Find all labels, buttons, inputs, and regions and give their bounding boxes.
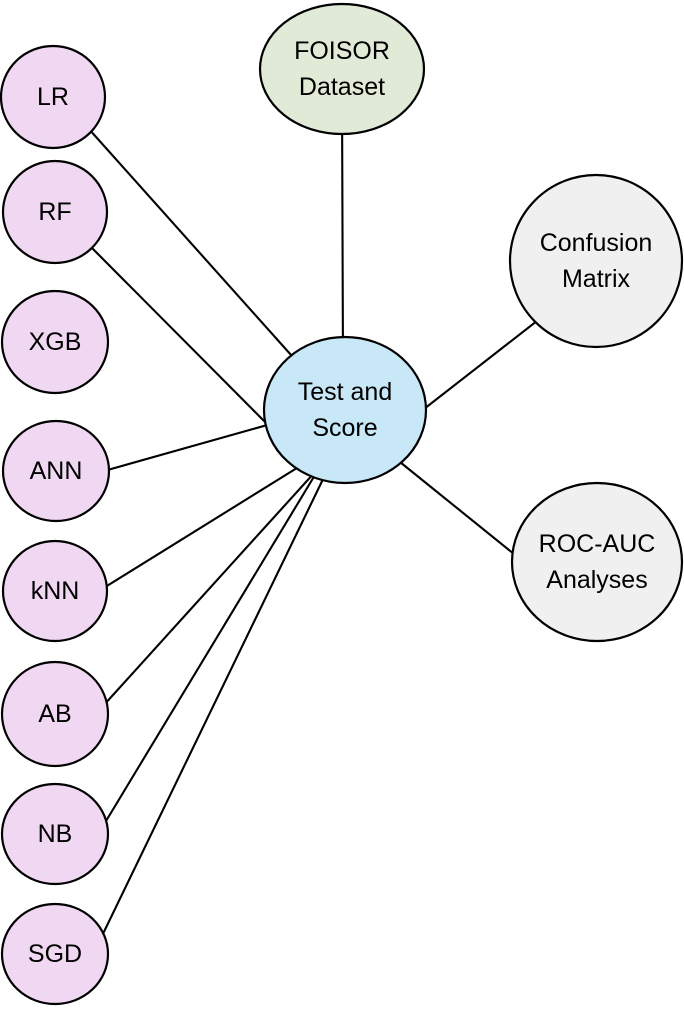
node-roc-label-line: ROC-AUC — [539, 530, 656, 558]
node-ab-label: AB — [38, 700, 71, 728]
node-test-shape — [262, 335, 428, 485]
node-roc-label-line: Analyses — [546, 566, 647, 594]
node-knn-shape — [1, 539, 109, 643]
edge-sgd-test — [99, 472, 327, 941]
node-xgb: XGB — [0, 289, 110, 395]
edge-ab-test — [102, 471, 316, 707]
node-roc-label: ROC-AUC Analyses — [539, 530, 656, 594]
node-confusion-shape — [508, 173, 684, 349]
node-sgd-label-line: SGD — [28, 940, 82, 968]
edge-nb-test — [102, 469, 319, 827]
node-ab-shape — [0, 660, 110, 768]
node-ann-shape — [1, 419, 111, 523]
node-confusion-label-line: Matrix — [562, 265, 631, 293]
node-foisor: FOISOR Dataset — [258, 2, 426, 136]
node-ann: ANN — [1, 419, 111, 523]
node-test-label-line: Test and — [298, 378, 393, 406]
node-rf-label-line: RF — [38, 198, 71, 226]
node-foisor-label-line: FOISOR — [294, 37, 390, 65]
node-knn-label-line: kNN — [31, 577, 80, 605]
node-sgd: SGD — [0, 902, 110, 1006]
node-roc-shape — [510, 481, 684, 643]
node-xgb-label-line: XGB — [29, 328, 82, 356]
node-roc: ROC-AUC Analyses — [510, 481, 684, 643]
node-rf-label: RF — [38, 198, 71, 226]
node-sgd-shape — [0, 902, 110, 1006]
node-foisor-shape — [258, 2, 426, 136]
node-knn-label: kNN — [31, 577, 80, 605]
node-ab: AB — [0, 660, 110, 768]
node-ann-label: ANN — [30, 457, 83, 485]
node-foisor-label-line: Dataset — [299, 73, 385, 101]
node-ann-label-line: ANN — [30, 457, 83, 485]
edge-foisor-test — [340, 94, 345, 366]
edge-rf-test — [89, 245, 281, 438]
node-lr: LR — [0, 44, 107, 150]
node-foisor-label: FOISOR Dataset — [294, 37, 390, 101]
node-xgb-label: XGB — [29, 328, 82, 356]
node-nb: NB — [0, 782, 110, 886]
node-confusion-label-line: Confusion — [540, 229, 653, 257]
node-lr-shape — [0, 44, 107, 150]
node-sgd-label: SGD — [28, 940, 82, 968]
node-xgb-shape — [0, 289, 110, 395]
node-knn: kNN — [1, 539, 109, 643]
node-lr-label: LR — [37, 83, 69, 111]
edge-knn-test — [101, 462, 306, 590]
node-nb-label-line: NB — [38, 820, 73, 848]
node-rf-shape — [1, 159, 109, 265]
node-lr-label-line: LR — [37, 83, 69, 111]
node-nb-shape — [0, 782, 110, 886]
node-test-label-line: Score — [312, 414, 377, 442]
node-rf: RF — [1, 159, 109, 265]
edge-ann-test — [103, 418, 286, 473]
node-nb-label: NB — [38, 820, 73, 848]
edge-lr-test — [87, 127, 301, 366]
node-ab-label-line: AB — [38, 700, 71, 728]
